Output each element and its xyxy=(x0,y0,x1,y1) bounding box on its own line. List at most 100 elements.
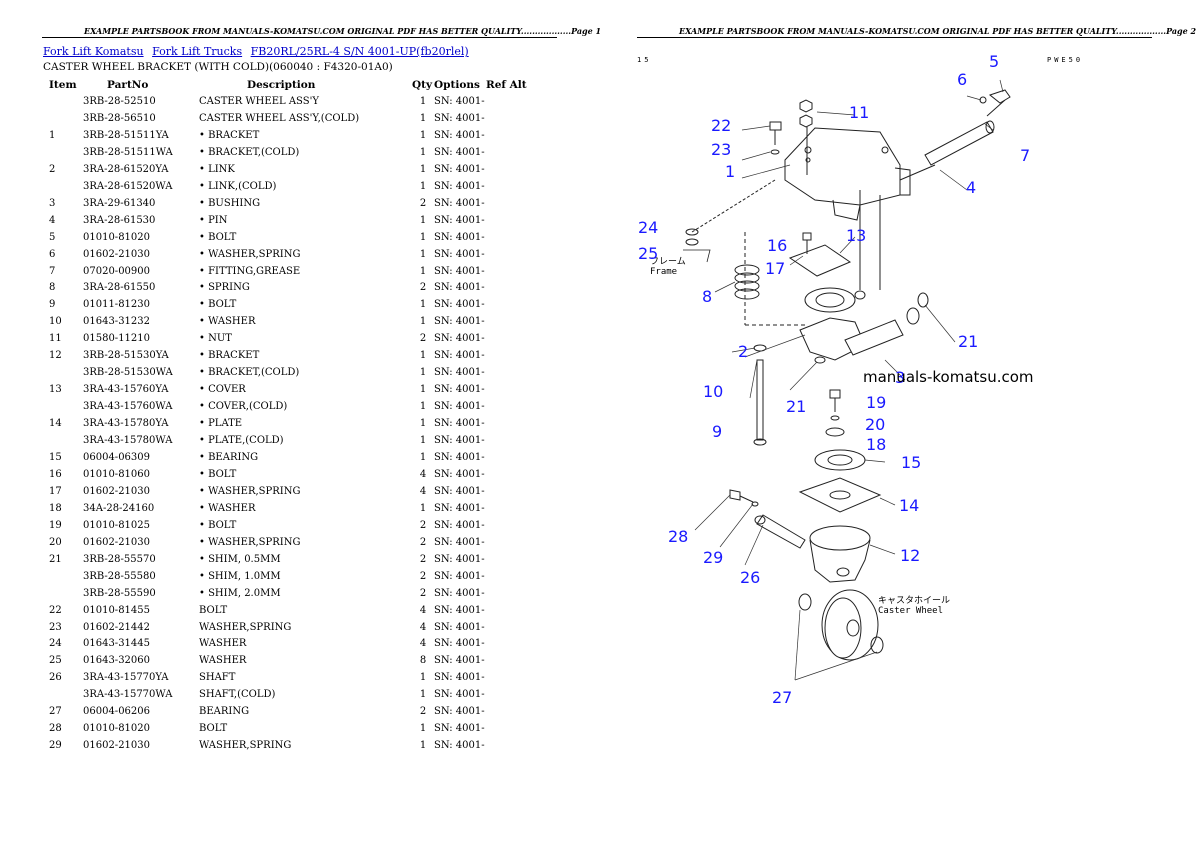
breadcrumb-link-fork-lift-komatsu[interactable]: Fork Lift Komatsu xyxy=(43,45,144,58)
row-item-cell xyxy=(43,144,83,161)
row-ref-alt-cell xyxy=(486,178,536,195)
row-partno-cell: 06004-06309 xyxy=(83,451,151,463)
row-options-cell: SN: 4001- xyxy=(434,418,485,430)
callout-number: 1 xyxy=(725,162,736,181)
row-partno-cell: 3RB-28-52510 xyxy=(83,95,156,107)
callout-number: 6 xyxy=(957,70,968,89)
row-options-cell: SN: 4001- xyxy=(434,146,485,158)
row-description-cell: CASTER WHEEL ASS'Y xyxy=(199,95,319,107)
row-ref-alt-cell xyxy=(486,330,536,347)
row-item-cell xyxy=(43,110,83,127)
row-ref-alt-cell xyxy=(486,127,536,144)
row-ref-alt-cell xyxy=(486,602,536,619)
row-options-cell: SN: 4001- xyxy=(434,180,485,192)
row-partno-cell: 06004-06206 xyxy=(83,706,151,718)
row-options-cell: SN: 4001- xyxy=(434,655,485,667)
row-options-cell: SN: 4001- xyxy=(434,723,485,735)
callout-number: 19 xyxy=(866,393,887,412)
row-item-cell: 16 xyxy=(49,468,62,480)
row-options-cell: SN: 4001- xyxy=(434,299,485,311)
row-ref-alt-cell xyxy=(486,568,536,585)
row-partno-cell: 01011-81230 xyxy=(83,299,151,311)
row-qty-cell: 1 xyxy=(419,740,427,752)
callout-number: 7 xyxy=(1020,146,1031,165)
row-qty-cell: 1 xyxy=(419,299,427,311)
row-item-cell xyxy=(43,364,83,381)
row-partno-cell: 3RB-28-51511WA xyxy=(83,146,173,158)
row-description-cell: • BOLT xyxy=(199,231,237,243)
row-qty-cell: 1 xyxy=(419,367,427,379)
callout-number: 23 xyxy=(711,140,732,159)
frame-label-jp: フレーム xyxy=(650,257,686,267)
row-qty-cell: 1 xyxy=(419,180,427,192)
row-item-cell: 2 xyxy=(49,163,56,175)
callout-number: 14 xyxy=(899,496,920,515)
row-qty-cell: 1 xyxy=(419,214,427,226)
callout-number: 24 xyxy=(638,218,659,237)
row-qty-cell: 1 xyxy=(419,163,427,175)
row-partno-cell: 01643-31232 xyxy=(83,316,151,328)
callout-number: 21 xyxy=(786,397,807,416)
row-options-cell: SN: 4001- xyxy=(434,333,485,345)
row-description-cell: • BOLT xyxy=(199,519,237,531)
row-item-cell xyxy=(43,568,83,585)
row-options-cell: SN: 4001- xyxy=(434,587,485,599)
row-qty-cell: 1 xyxy=(419,401,427,413)
row-item-cell: 24 xyxy=(49,638,62,650)
row-ref-alt-cell xyxy=(486,551,536,568)
row-item-cell: 12 xyxy=(49,350,62,362)
row-partno-cell: 01010-81060 xyxy=(83,468,151,480)
row-qty-cell: 1 xyxy=(419,146,427,158)
row-description-cell: • SPRING xyxy=(199,282,250,294)
row-options-cell: SN: 4001- xyxy=(434,435,485,447)
row-description-cell: • COVER xyxy=(199,384,246,396)
callout-number: 18 xyxy=(866,435,887,454)
row-qty-cell: 8 xyxy=(419,655,427,667)
row-options-cell: SN: 4001- xyxy=(434,163,485,175)
diagram-code-left: 15 xyxy=(637,56,652,64)
row-ref-alt-cell xyxy=(486,500,536,517)
row-partno-cell: 01010-81025 xyxy=(83,519,151,531)
parts-list-page: EXAMPLE PARTSBOOK FROM MANUALS-KOMATSU.C… xyxy=(0,0,601,842)
frame-label: フレーム Frame xyxy=(650,257,686,277)
row-description-cell: • PLATE,(COLD) xyxy=(199,435,284,447)
row-qty-cell: 4 xyxy=(419,621,427,633)
row-partno-cell: 07020-00900 xyxy=(83,265,151,277)
row-qty-cell: 2 xyxy=(419,333,427,345)
row-item-cell: 18 xyxy=(49,502,62,514)
row-partno-cell: 3RB-28-51530WA xyxy=(83,367,173,379)
row-options-cell: SN: 4001- xyxy=(434,485,485,497)
row-options-cell: SN: 4001- xyxy=(434,401,485,413)
breadcrumb-link-model[interactable]: FB20RL/25RL-4 S/N 4001-UP(fb20rlel) xyxy=(250,45,469,58)
row-description-cell: • BOLT xyxy=(199,299,237,311)
row-partno-cell: 3RB-28-51511YA xyxy=(83,129,169,141)
row-partno-cell: 01643-32060 xyxy=(83,655,151,667)
row-partno-cell: 3RA-28-61530 xyxy=(83,214,156,226)
row-ref-alt-cell xyxy=(486,296,536,313)
row-description-cell: • BEARING xyxy=(199,451,259,463)
bolt-part xyxy=(769,121,782,155)
row-item-cell: 29 xyxy=(49,740,62,752)
breadcrumb: Fork Lift Komatsu Fork Lift Trucks FB20R… xyxy=(43,45,474,58)
row-ref-alt-cell xyxy=(486,703,536,720)
row-qty-cell: 1 xyxy=(419,723,427,735)
row-qty-cell: 2 xyxy=(419,706,427,718)
row-item-cell: 8 xyxy=(49,282,56,294)
breadcrumb-link-fork-lift-trucks[interactable]: Fork Lift Trucks xyxy=(152,45,243,58)
row-qty-cell: 1 xyxy=(419,350,427,362)
row-options-cell: SN: 4001- xyxy=(434,638,485,650)
callout-number: 27 xyxy=(772,688,793,707)
callout-number: 20 xyxy=(865,415,886,434)
row-qty-cell: 1 xyxy=(419,265,427,277)
